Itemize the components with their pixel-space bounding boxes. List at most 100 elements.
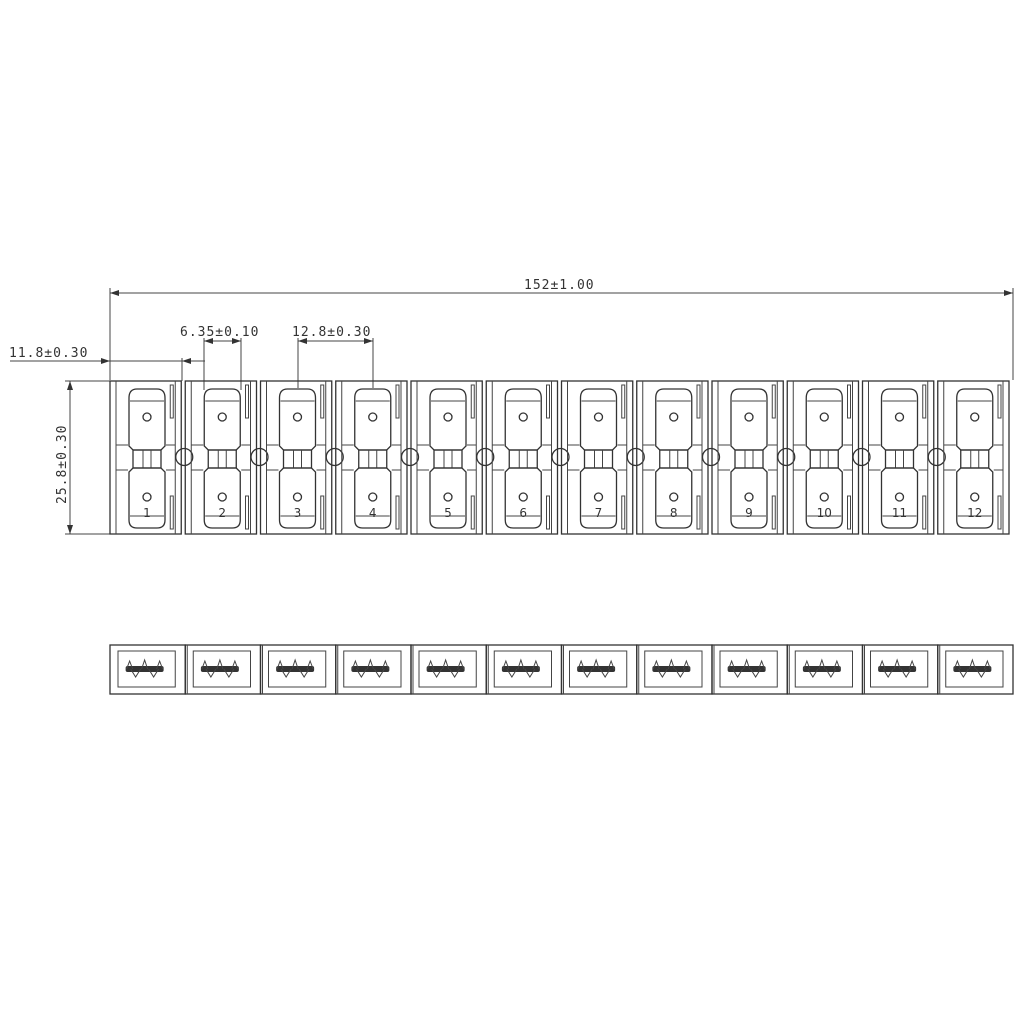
barrel-line (819, 450, 829, 468)
upper-tab (655, 388, 693, 451)
slot (320, 384, 325, 419)
contact-teeth (351, 658, 389, 678)
contact-teeth (728, 658, 766, 678)
slot (696, 384, 701, 419)
side-unit (636, 644, 713, 695)
arrowhead (364, 338, 373, 344)
terminal-unit: 4 (335, 380, 420, 535)
tab-hole (970, 492, 980, 502)
housing-step (492, 444, 552, 471)
slot (546, 384, 550, 419)
tab-hole (744, 492, 754, 502)
housing-step (417, 444, 477, 471)
mounting-hole (400, 447, 420, 467)
barrel-line (518, 450, 528, 468)
crimp-barrel (508, 449, 538, 469)
upper-tab (128, 388, 166, 451)
upper-tab (880, 388, 919, 451)
terminal-unit: 7 (560, 380, 645, 535)
upper-tab (805, 388, 843, 451)
housing-step (116, 444, 176, 471)
tab-hole (819, 412, 829, 422)
lower-tab (128, 467, 166, 529)
tab-hole (819, 492, 829, 502)
housing-outline (786, 380, 860, 535)
slot (621, 495, 626, 530)
mounting-hole (701, 447, 721, 467)
tab-hole (443, 492, 453, 502)
contact-teeth (953, 658, 991, 678)
terminal-unit: 1 (109, 380, 194, 535)
contact-teeth (502, 658, 540, 678)
tab-hole (894, 492, 905, 502)
slot (470, 495, 475, 530)
lower-tab (504, 467, 542, 529)
side-inner (493, 650, 552, 688)
side-inner (192, 650, 251, 688)
housing-outline (184, 380, 258, 535)
lower-tab (805, 467, 843, 529)
contact-bar (501, 666, 540, 672)
tab-hole (744, 412, 754, 422)
crimp-barrel (358, 449, 388, 469)
side-inner (719, 650, 778, 688)
contact-teeth (201, 658, 239, 678)
mounting-hole (325, 447, 344, 467)
height-label: 25.8±0.30 (55, 425, 70, 504)
lower-tab (354, 467, 392, 529)
pin-number: 12 (967, 506, 982, 520)
barrel-line (142, 450, 152, 468)
crimp-barrel (734, 449, 764, 469)
upper-tab (956, 388, 994, 451)
terminal-unit: 11 (861, 380, 946, 535)
contact-teeth (427, 658, 465, 678)
tab-hole (669, 492, 679, 502)
upper-tab (203, 388, 241, 451)
housing-outline (259, 380, 333, 535)
crimp-barrel (207, 449, 237, 469)
slot (847, 384, 851, 419)
side-view (109, 644, 1014, 695)
lower-tab (956, 467, 994, 529)
contact-bar (953, 666, 992, 672)
pin-number: 2 (218, 506, 226, 520)
slot (621, 384, 626, 419)
tab-hole (292, 492, 303, 502)
contact-bar (426, 666, 465, 672)
terminal-unit: 10 (786, 380, 871, 535)
housing-step (341, 444, 401, 471)
slot (847, 495, 851, 530)
terminal-unit: 2 (184, 380, 269, 535)
tab-hole (217, 412, 227, 422)
lower-tab (429, 467, 467, 529)
pin-number: 1 (143, 506, 151, 520)
lower-tab (278, 467, 317, 529)
barrel-line (368, 450, 378, 468)
side-unit (259, 644, 337, 695)
tab-hole (593, 412, 604, 422)
tab-hole (518, 412, 528, 422)
contact-teeth (652, 658, 690, 678)
upper-tab (730, 388, 768, 451)
tab-hole (292, 412, 303, 422)
housing-outline (109, 380, 182, 535)
housing-step (793, 444, 853, 471)
mounting-hole (927, 447, 946, 467)
contact-bar (727, 666, 766, 672)
housing-outline (410, 380, 483, 535)
pin-number: 8 (670, 506, 678, 520)
housing-step (567, 444, 627, 471)
tab-hole (970, 412, 980, 422)
side-unit (861, 644, 939, 695)
contact-bar (878, 666, 917, 672)
housing-outline (560, 380, 634, 535)
pin-number: 10 (817, 506, 832, 520)
contact-teeth (126, 658, 164, 678)
arrowhead (101, 358, 110, 364)
slot (771, 495, 776, 530)
side-inner (268, 650, 327, 688)
arrowhead (204, 338, 213, 344)
contact-teeth (577, 658, 615, 678)
slot (997, 384, 1002, 419)
